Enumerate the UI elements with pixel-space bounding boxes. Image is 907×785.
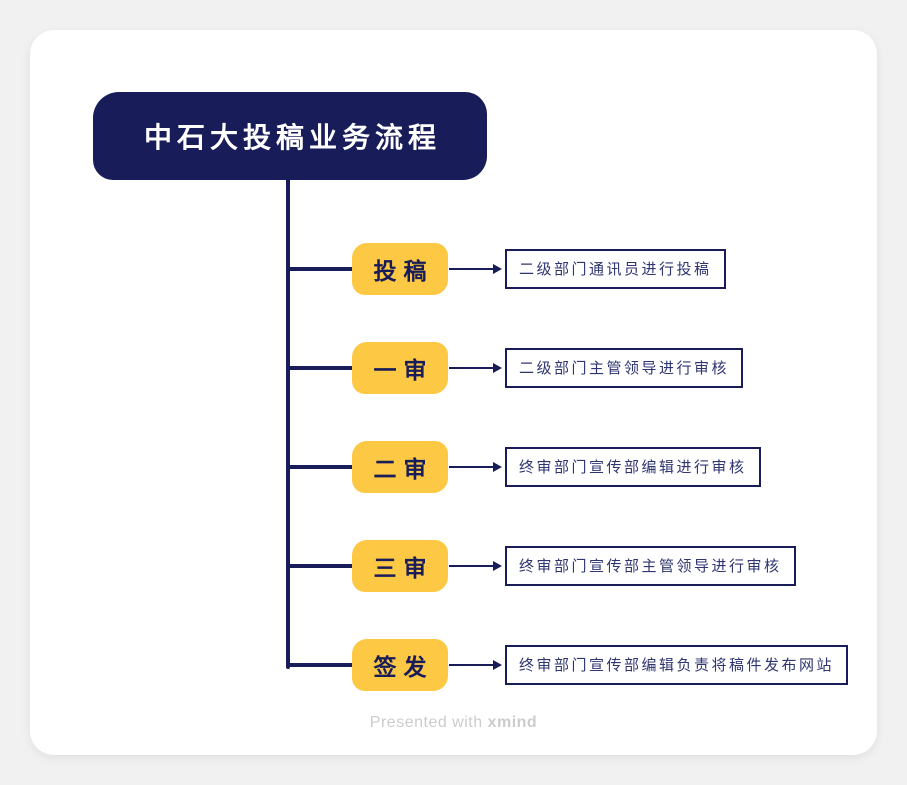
branch-row-first-review: 一审 二级部门主管领导进行审核 [30,342,877,394]
arrow-head-icon [493,363,502,373]
topic-label: 二审 [373,456,434,482]
detail-label: 终审部门宣传部编辑负责将稿件发布网站 [519,657,835,674]
arrow-head-icon [493,264,502,274]
detail-box-second-review[interactable]: 终审部门宣传部编辑进行审核 [505,447,761,487]
arrow-head-icon [493,561,502,571]
detail-box-submission[interactable]: 二级部门通讯员进行投稿 [505,249,726,289]
branch-row-third-review: 三审 终审部门宣传部主管领导进行审核 [30,540,877,592]
arrow-connector [449,367,494,369]
detail-label: 终审部门宣传部主管领导进行审核 [519,558,782,575]
topic-issue[interactable]: 签发 [352,639,448,691]
branch-row-submission: 投稿 二级部门通讯员进行投稿 [30,243,877,295]
root-topic-label: 中石大投稿业务流程 [143,122,441,153]
topic-submission[interactable]: 投稿 [352,243,448,295]
detail-label: 二级部门主管领导进行审核 [519,360,730,377]
topic-second-review[interactable]: 二审 [352,441,448,493]
topic-label: 三审 [373,555,434,581]
branch-connector [286,465,354,469]
detail-label: 终审部门宣传部编辑进行审核 [519,459,747,476]
arrow-connector [449,664,494,666]
watermark-prefix: Presented with [369,714,488,731]
detail-box-first-review[interactable]: 二级部门主管领导进行审核 [505,348,744,388]
watermark-brand: xmind [487,714,538,731]
root-topic[interactable]: 中石大投稿业务流程 [93,92,487,180]
trunk-connector [286,178,290,669]
arrow-connector [449,466,494,468]
branch-connector [286,663,354,667]
arrow-head-icon [493,660,502,670]
branch-connector [286,267,354,271]
topic-label: 投稿 [373,258,434,284]
branch-row-second-review: 二审 终审部门宣传部编辑进行审核 [30,441,877,493]
detail-box-issue[interactable]: 终审部门宣传部编辑负责将稿件发布网站 [505,645,849,685]
detail-label: 二级部门通讯员进行投稿 [519,261,712,278]
topic-label: 一审 [373,357,434,383]
topic-first-review[interactable]: 一审 [352,342,448,394]
mindmap-card: 中石大投稿业务流程 投稿 二级部门通讯员进行投稿 一审 二级部门主管领导进行审核… [30,30,877,755]
arrow-head-icon [493,462,502,472]
branch-connector [286,564,354,568]
arrow-connector [449,268,494,270]
topic-label: 签发 [373,654,434,680]
arrow-connector [449,565,494,567]
branch-row-issue: 签发 终审部门宣传部编辑负责将稿件发布网站 [30,639,877,691]
watermark: Presented with xmind [30,714,877,732]
topic-third-review[interactable]: 三审 [352,540,448,592]
branch-connector [286,366,354,370]
detail-box-third-review[interactable]: 终审部门宣传部主管领导进行审核 [505,546,796,586]
